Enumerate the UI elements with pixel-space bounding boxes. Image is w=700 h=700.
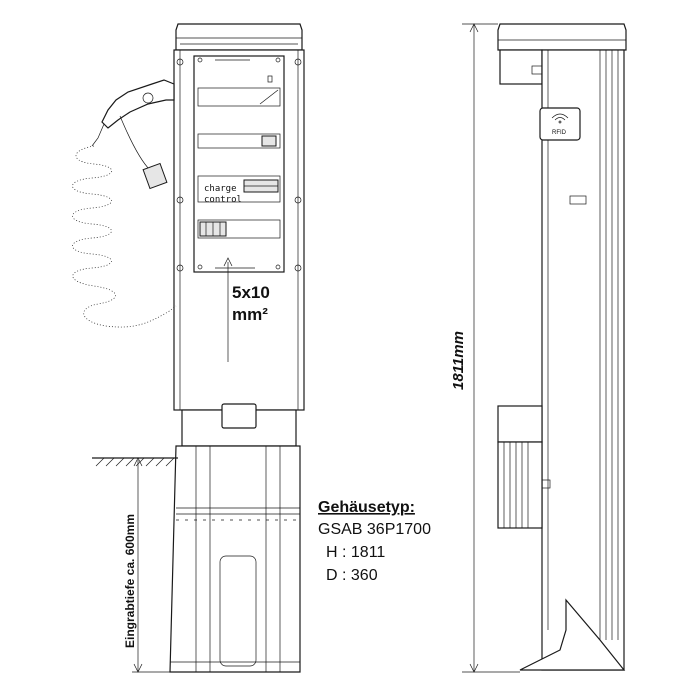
module-row-2 bbox=[197, 133, 281, 149]
depth-dimension bbox=[132, 457, 170, 673]
foot-ribs bbox=[170, 446, 300, 672]
inner-panel bbox=[193, 55, 285, 273]
side-base bbox=[519, 598, 626, 671]
housing-height: H : 1811 bbox=[326, 544, 385, 561]
charge-control-module bbox=[197, 175, 281, 203]
ground-line bbox=[92, 457, 178, 467]
side-mid-band bbox=[497, 405, 543, 443]
height-dimension bbox=[462, 23, 520, 673]
cable-spec-line2: mm² bbox=[232, 305, 268, 324]
housing-model: GSAB 36P1700 bbox=[318, 521, 431, 538]
connector-cap bbox=[142, 162, 168, 190]
side-body bbox=[541, 49, 625, 671]
height-label: 1811mm bbox=[450, 331, 467, 390]
control-label: control bbox=[204, 195, 242, 205]
ground-foot bbox=[169, 445, 301, 673]
coiled-cable bbox=[72, 145, 177, 328]
cable-spec-line1: 5x10 bbox=[232, 283, 270, 302]
side-view bbox=[462, 23, 627, 673]
side-top-cap bbox=[497, 23, 627, 51]
breaker-row bbox=[197, 219, 281, 239]
rfid-label: RFID bbox=[552, 130, 567, 136]
module-row-1 bbox=[197, 87, 281, 107]
top-cap bbox=[175, 23, 303, 51]
front-view bbox=[72, 23, 305, 673]
side-foot bbox=[497, 441, 543, 529]
rfid-reader bbox=[539, 107, 581, 141]
screws bbox=[176, 58, 302, 272]
meter-module bbox=[261, 135, 277, 147]
charge-label: charge bbox=[204, 184, 237, 194]
side-hood bbox=[499, 49, 543, 85]
housing-title: Gehäusetyp: bbox=[318, 499, 415, 516]
depth-label: Eingrabtiefe ca. 600mm bbox=[123, 514, 137, 648]
charging-connector bbox=[91, 79, 175, 190]
housing-depth: D : 360 bbox=[326, 567, 378, 584]
